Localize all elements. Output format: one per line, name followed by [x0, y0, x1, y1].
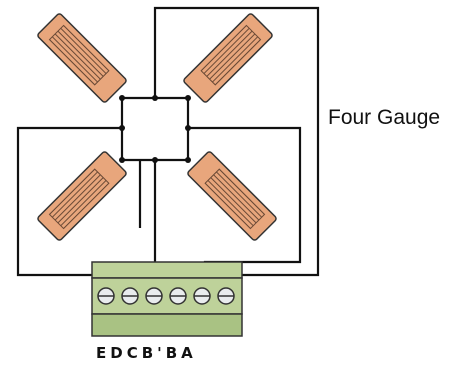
strain-gauge-bottom-left	[37, 151, 127, 241]
strain-gauge-bottom-right	[187, 151, 277, 241]
diagram-caption: Four Gauge	[328, 106, 441, 129]
terminal-screws	[97, 287, 235, 305]
strain-gauge-top-left	[37, 13, 127, 103]
terminal-labels: EDCB'BA	[96, 344, 197, 362]
terminal-block	[91, 261, 243, 337]
strain-gauge-top-right	[183, 13, 273, 103]
junction-dots	[119, 95, 191, 163]
